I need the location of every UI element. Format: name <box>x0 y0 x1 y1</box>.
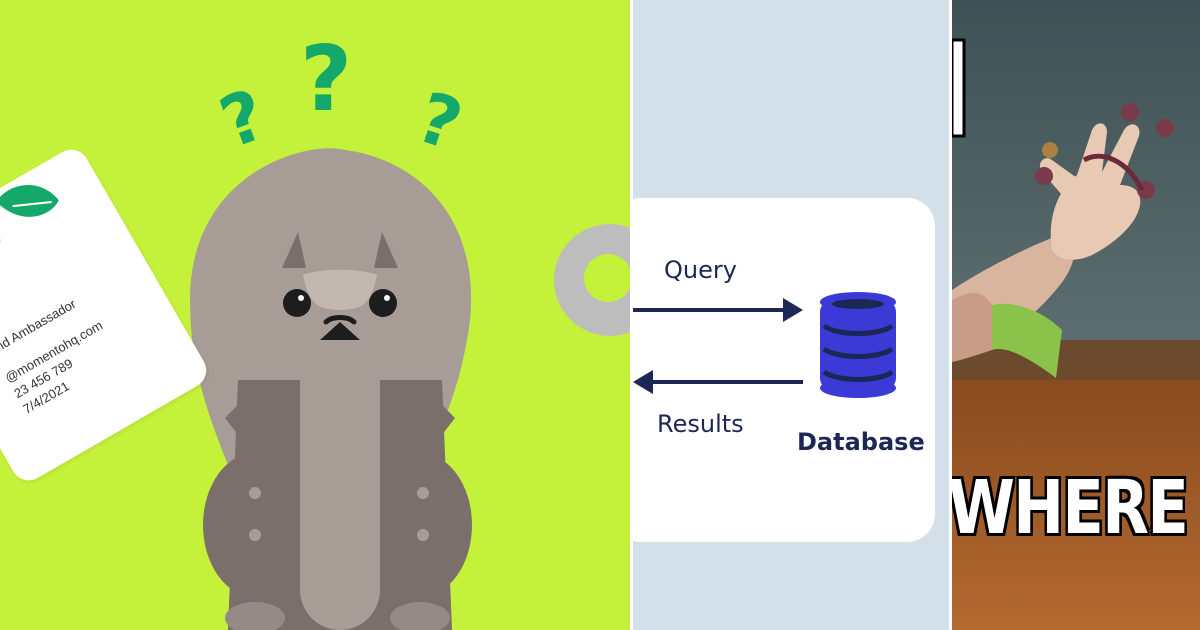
panel-divider <box>949 0 952 630</box>
squirrel-left-eye <box>283 289 311 317</box>
query-diagram <box>633 292 896 398</box>
meme-caption: WHERE <box>952 465 1189 551</box>
meme-panel: WHERE <box>952 0 1200 630</box>
squirrel-mouth <box>320 322 360 340</box>
business-card: and Ambassador @momentohq.com 23 456 789… <box>0 143 213 487</box>
database-label: Database <box>797 428 925 456</box>
squirrel-left-ear <box>282 232 306 268</box>
question-mark-icon: ? <box>300 27 352 132</box>
question-mark-icon: ? <box>210 73 276 164</box>
squirrel-left-arm <box>225 395 262 445</box>
database-icon <box>820 292 896 398</box>
squirrel-right-ear <box>374 232 398 268</box>
leaf-icon <box>0 185 59 258</box>
squirrel-right-arm <box>418 395 455 445</box>
results-label: Results <box>657 410 744 438</box>
squirrel-right-eye <box>369 289 397 317</box>
query-diagram-panel: Query Results Database <box>633 0 949 630</box>
squirrel-panel: ? ? ? and Ambassador @momentohq.com 23 4… <box>0 0 630 630</box>
squirrel-illustration: ? ? ? <box>190 27 630 630</box>
panel-divider <box>630 0 633 630</box>
question-mark-icon: ? <box>407 76 471 167</box>
meme-image <box>952 0 1200 630</box>
query-arrow <box>633 298 803 322</box>
toy-hand <box>1050 123 1141 260</box>
squirrel-belly <box>300 335 380 630</box>
key-shape <box>554 224 630 336</box>
query-label: Query <box>664 256 737 284</box>
results-arrow <box>633 370 803 394</box>
